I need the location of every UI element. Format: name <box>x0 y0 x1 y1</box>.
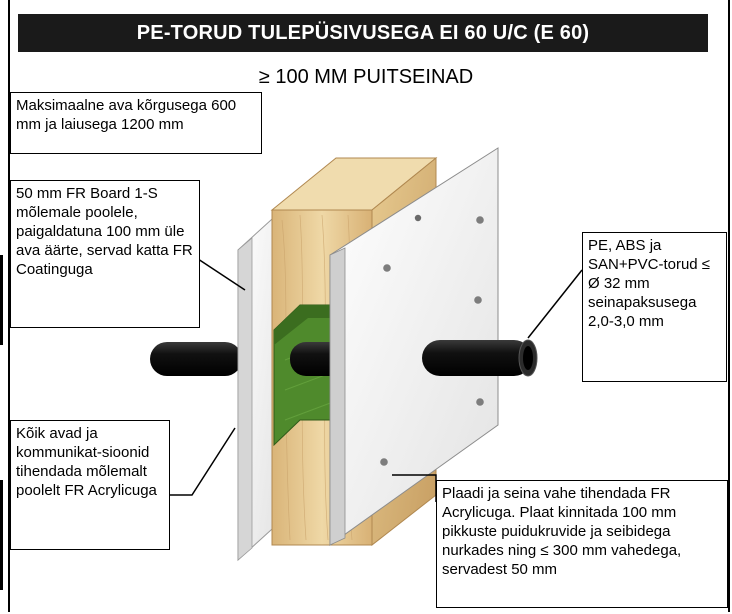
label-opening-size: Maksimaalne ava kõrgusega 600 mm ja laiu… <box>10 92 262 154</box>
screw-icon <box>474 296 482 304</box>
diagram-title: PE-TORUD TULEPÜSIVUSEGA EI 60 U/C (E 60) <box>18 14 708 52</box>
screw-icon <box>380 458 388 466</box>
label-pipe-spec: PE, ABS ja SAN+PVC-torud ≤ Ø 32 mm seina… <box>582 232 727 382</box>
leader-seal <box>170 427 236 496</box>
leader-lines <box>170 254 583 502</box>
pipe-left <box>150 342 242 376</box>
pipe-right-bore <box>523 346 533 370</box>
label-sealing: Kõik avad ja kommunikat-sioonid tihendad… <box>10 420 170 550</box>
leader-pipes <box>527 269 583 339</box>
leader-board <box>191 254 246 291</box>
left-edge-mark-lower <box>0 480 3 590</box>
pipe-right <box>422 340 532 376</box>
board-back-edge <box>237 237 253 561</box>
screw-heads <box>380 216 484 466</box>
screw-icon <box>476 216 484 224</box>
label-fr-board: 50 mm FR Board 1-S mõlemale poolele, pai… <box>10 180 200 328</box>
page-frame <box>8 0 730 612</box>
screw-heads-back <box>414 214 422 222</box>
diagram-subtitle: ≥ 100 MM PUITSEINAD <box>258 66 474 88</box>
screw-icon <box>383 264 391 272</box>
label-fixing: Plaadi ja seina vahe tihendada FR Acryli… <box>436 480 728 608</box>
left-edge-mark <box>0 255 3 345</box>
board-front-edge <box>329 247 346 546</box>
screw-icon <box>414 214 422 222</box>
screw-icon <box>476 398 484 406</box>
